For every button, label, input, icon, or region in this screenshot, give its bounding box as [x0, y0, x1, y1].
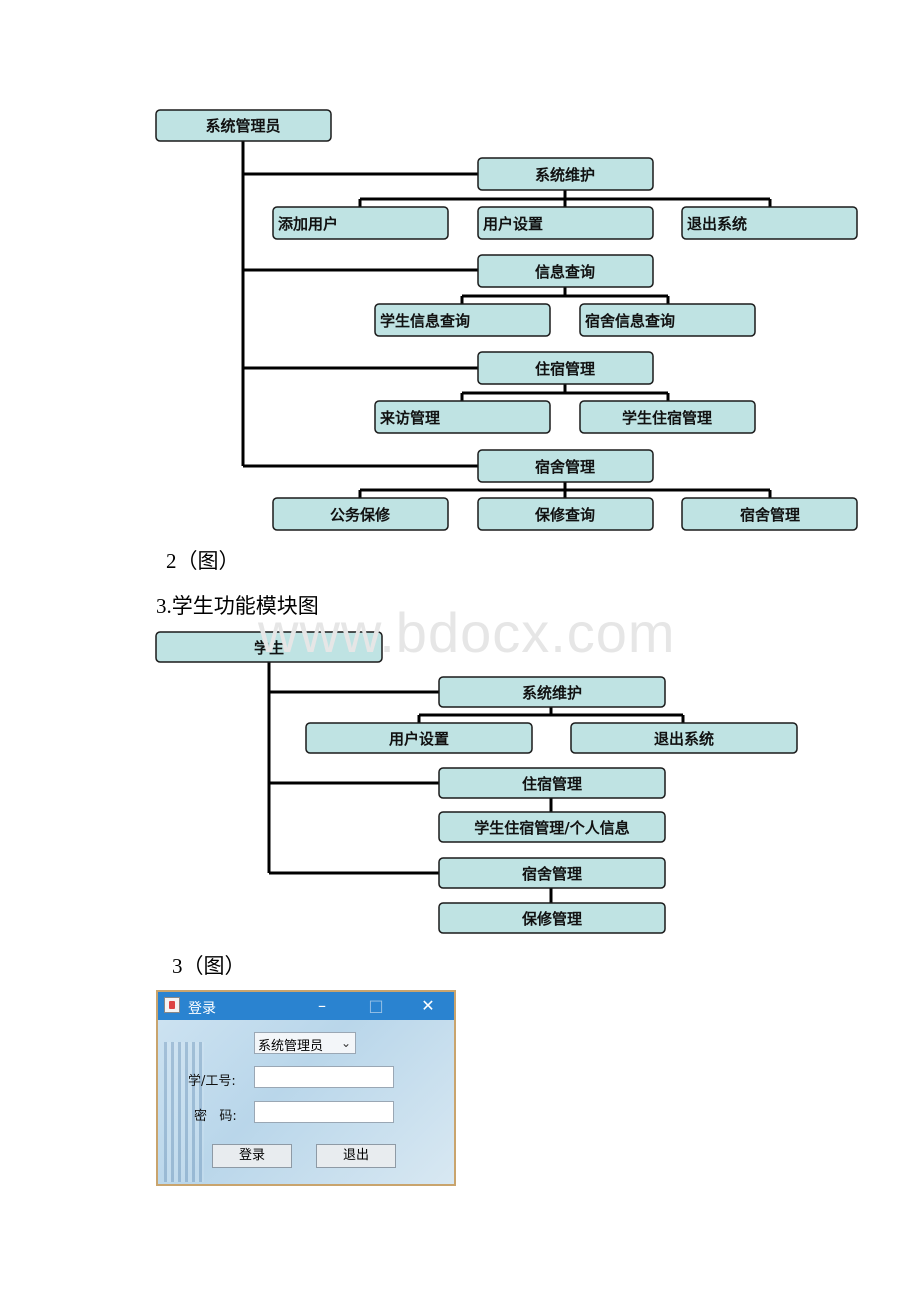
svg-text:系统维护: 系统维护: [535, 166, 595, 184]
svg-text:信息查询: 信息查询: [535, 263, 595, 281]
diagram3-connectors: [267, 661, 685, 903]
diagram2-node-info-query: 信息查询: [477, 254, 654, 288]
diagram2-node-dorm-management: 宿舍管理: [477, 449, 654, 483]
login-button[interactable]: 登录: [212, 1144, 292, 1168]
figure-caption-3: 3（图）: [172, 954, 246, 978]
id-input[interactable]: [254, 1066, 394, 1088]
diagram2-node-dorm-management-leaf: 宿舍管理: [681, 497, 858, 531]
svg-text:保修查询: 保修查询: [534, 506, 595, 524]
svg-text:学生住宿管理/个人信息: 学生住宿管理/个人信息: [474, 819, 629, 837]
svg-text:学生住宿管理: 学生住宿管理: [622, 409, 712, 427]
background-building-image: [164, 1042, 204, 1182]
svg-text:宿舍管理: 宿舍管理: [535, 458, 595, 476]
role-select[interactable]: 系统管理员 ⌄: [254, 1032, 356, 1054]
svg-text:退出系统: 退出系统: [654, 730, 714, 748]
svg-text:用户设置: 用户设置: [389, 730, 449, 748]
svg-text:住宿管理: 住宿管理: [522, 775, 582, 793]
diagram3-node-system-maintenance: 系统维护: [438, 676, 666, 708]
diagram3-node-repair-management: 保修管理: [438, 902, 666, 934]
svg-text:住宿管理: 住宿管理: [535, 360, 595, 378]
svg-text:用户设置: 用户设置: [483, 215, 543, 233]
close-button[interactable]: ✕: [421, 996, 435, 1015]
diagram2-node-accommodation-management: 住宿管理: [477, 351, 654, 385]
diagram2-node-repair-query: 保修查询: [477, 497, 654, 531]
svg-text:添加用户: 添加用户: [278, 215, 338, 233]
diagram2-node-add-user: 添加用户: [272, 206, 449, 240]
diagram3-node-student-accommodation-personal-info: 学生住宿管理/个人信息: [438, 811, 666, 843]
svg-text:宿舍管理: 宿舍管理: [522, 865, 582, 883]
svg-text:学生信息查询: 学生信息查询: [380, 312, 470, 330]
svg-text:来访管理: 来访管理: [379, 409, 440, 427]
svg-text:保修管理: 保修管理: [521, 910, 582, 928]
diagram2-node-student-accommodation-management: 学生住宿管理: [579, 400, 756, 434]
diagram3-node-dorm-management: 宿舍管理: [438, 857, 666, 889]
svg-text:公务保修: 公务保修: [330, 506, 391, 524]
maximize-button[interactable]: □: [368, 996, 384, 1015]
role-select-value: 系统管理员: [258, 1039, 324, 1054]
diagram2-node-public-repair: 公务保修: [272, 497, 449, 531]
svg-text:宿舍管理: 宿舍管理: [740, 506, 800, 524]
chevron-down-icon: ⌄: [340, 1036, 351, 1050]
exit-button[interactable]: 退出: [316, 1144, 396, 1168]
diagram2-node-dorm-info-query: 宿舍信息查询: [579, 303, 756, 337]
diagram2-root-node: 系统管理员: [155, 109, 332, 142]
java-app-icon: [164, 997, 180, 1013]
password-label: 密 码:: [194, 1109, 237, 1124]
svg-text:系统管理员: 系统管理员: [205, 117, 280, 135]
svg-text:学生: 学生: [254, 639, 284, 657]
diagram2-node-system-maintenance: 系统维护: [477, 157, 654, 191]
diagram3-root-node: 学生: [155, 631, 383, 663]
diagram3-node-exit-system: 退出系统: [570, 722, 798, 754]
svg-text:宿舍信息查询: 宿舍信息查询: [585, 312, 675, 330]
figure-caption-2: 2（图）: [166, 549, 240, 573]
section-heading-student-modules: 3.学生功能模块图: [156, 594, 319, 618]
diagram2-node-student-info-query: 学生信息查询: [374, 303, 551, 337]
password-input[interactable]: [254, 1101, 394, 1123]
diagram2-node-visitor-management: 来访管理: [374, 400, 551, 434]
svg-text:系统维护: 系统维护: [522, 684, 582, 702]
diagram3-node-user-settings: 用户设置: [305, 722, 533, 754]
diagram2-connectors: [241, 140, 772, 498]
diagram2-node-exit-system: 退出系统: [681, 206, 858, 240]
window-titlebar[interactable]: 登录 – □ ✕: [158, 992, 454, 1020]
watermark: www.bdocx.com: [258, 601, 676, 664]
id-label: 学/工号:: [188, 1074, 236, 1089]
login-window: 登录 – □ ✕ 系统管理员 ⌄ 学/工号: 密 码: 登录 退出: [156, 990, 456, 1186]
svg-text:退出系统: 退出系统: [687, 215, 747, 233]
minimize-button[interactable]: –: [318, 996, 326, 1015]
diagram2-node-user-settings: 用户设置: [477, 206, 654, 240]
diagram3-node-accommodation-management: 住宿管理: [438, 767, 666, 799]
window-title: 登录: [188, 1001, 216, 1017]
